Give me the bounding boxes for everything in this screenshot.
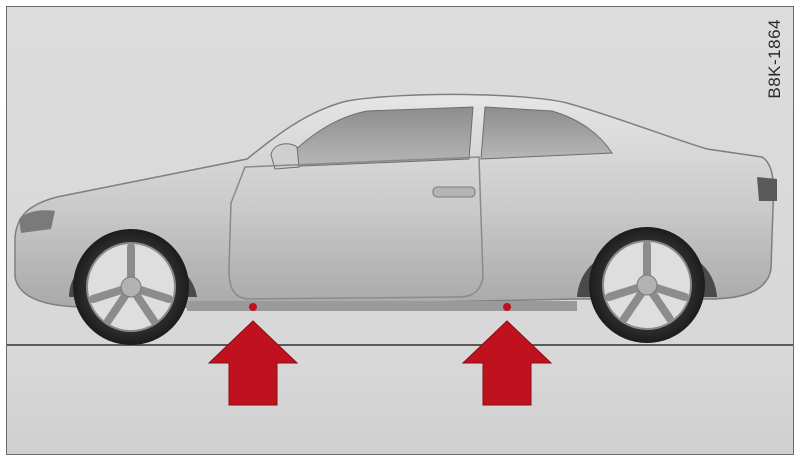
figure-frame: B8K-1864 [6, 6, 794, 455]
figure-code: B8K-1864 [765, 19, 785, 99]
lift-point-arrow-rear [463, 321, 551, 405]
taillight [757, 177, 777, 201]
front-wheel [73, 229, 189, 345]
lift-point-rear [503, 303, 511, 311]
lift-point-arrow-front [209, 321, 297, 405]
lift-point-front [249, 303, 257, 311]
rear-wheel [589, 227, 705, 343]
door-handle [433, 187, 475, 197]
side-sill [187, 301, 577, 311]
car-side-illustration [7, 7, 794, 455]
